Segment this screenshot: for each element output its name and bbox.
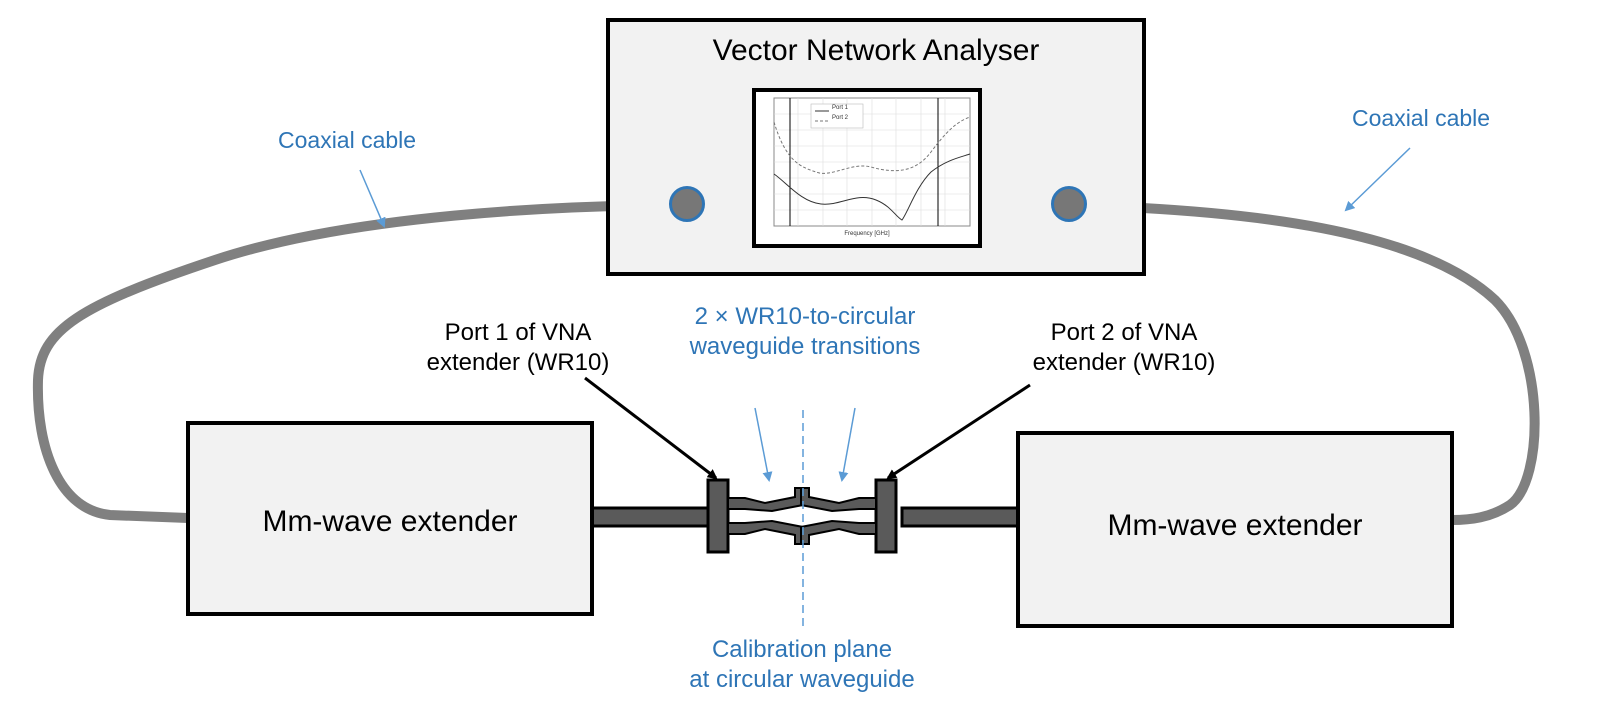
transition-arrow-right [838,407,856,482]
waveguide-left [590,506,712,528]
port1-label-line2: extender (WR10) [426,349,610,376]
waveguide-right [900,506,1022,528]
vna-screen-plot [773,97,971,227]
vna-port-2 [1051,186,1087,222]
transition-right [800,487,877,545]
calibration-plane-label: Calibration plane at circular waveguide [652,635,952,695]
port1-arrow [584,376,718,480]
extender-left-label: Mm-wave extender [262,505,518,538]
vna-screen: Port 1 Port 2 Frequency [GHz] [752,88,982,248]
vna-port-1 [669,186,705,222]
transitions-label-line1: 2 × WR10-to-circular [694,303,916,330]
vna-screen-xlabel: Frequency [GHz] [844,231,890,237]
coaxial-cable-left-label: Coaxial cable [278,127,417,153]
flange-right [874,478,898,554]
port2-arrow [886,383,1031,480]
port1-label-line1: Port 1 of VNA [444,319,592,346]
transition-arrow-left [754,407,773,482]
port1-label: Port 1 of VNA extender (WR10) [388,318,648,378]
extender-right-label: Mm-wave extender [1107,509,1363,542]
transition-left [727,487,804,545]
flange-left [706,478,730,554]
port2-label-line2: extender (WR10) [1032,349,1216,376]
coax-arrow-right [1344,147,1411,212]
coaxial-cable-right-label: Coaxial cable [1352,105,1491,131]
extender-right-box: Mm-wave extender [1016,431,1454,628]
transitions-label: 2 × WR10-to-circular waveguide transitio… [650,302,960,362]
vna-legend-port1: Port 1 [832,105,849,111]
coax-arrow-left [359,169,386,228]
vna-legend-port2: Port 2 [832,115,849,121]
vna-title: Vector Network Analyser [712,34,1040,67]
transitions-label-line2: waveguide transitions [689,333,921,360]
vna-box: Vector Network Analyser [606,18,1146,276]
port2-label: Port 2 of VNA extender (WR10) [994,318,1254,378]
port2-label-line1: Port 2 of VNA [1050,319,1198,346]
calibration-label-line2: at circular waveguide [689,666,915,693]
calibration-label-line1: Calibration plane [711,636,893,663]
extender-left-box: Mm-wave extender [186,421,594,616]
coaxial-cable-left [32,200,693,523]
coaxial-cable-right [1065,200,1540,525]
